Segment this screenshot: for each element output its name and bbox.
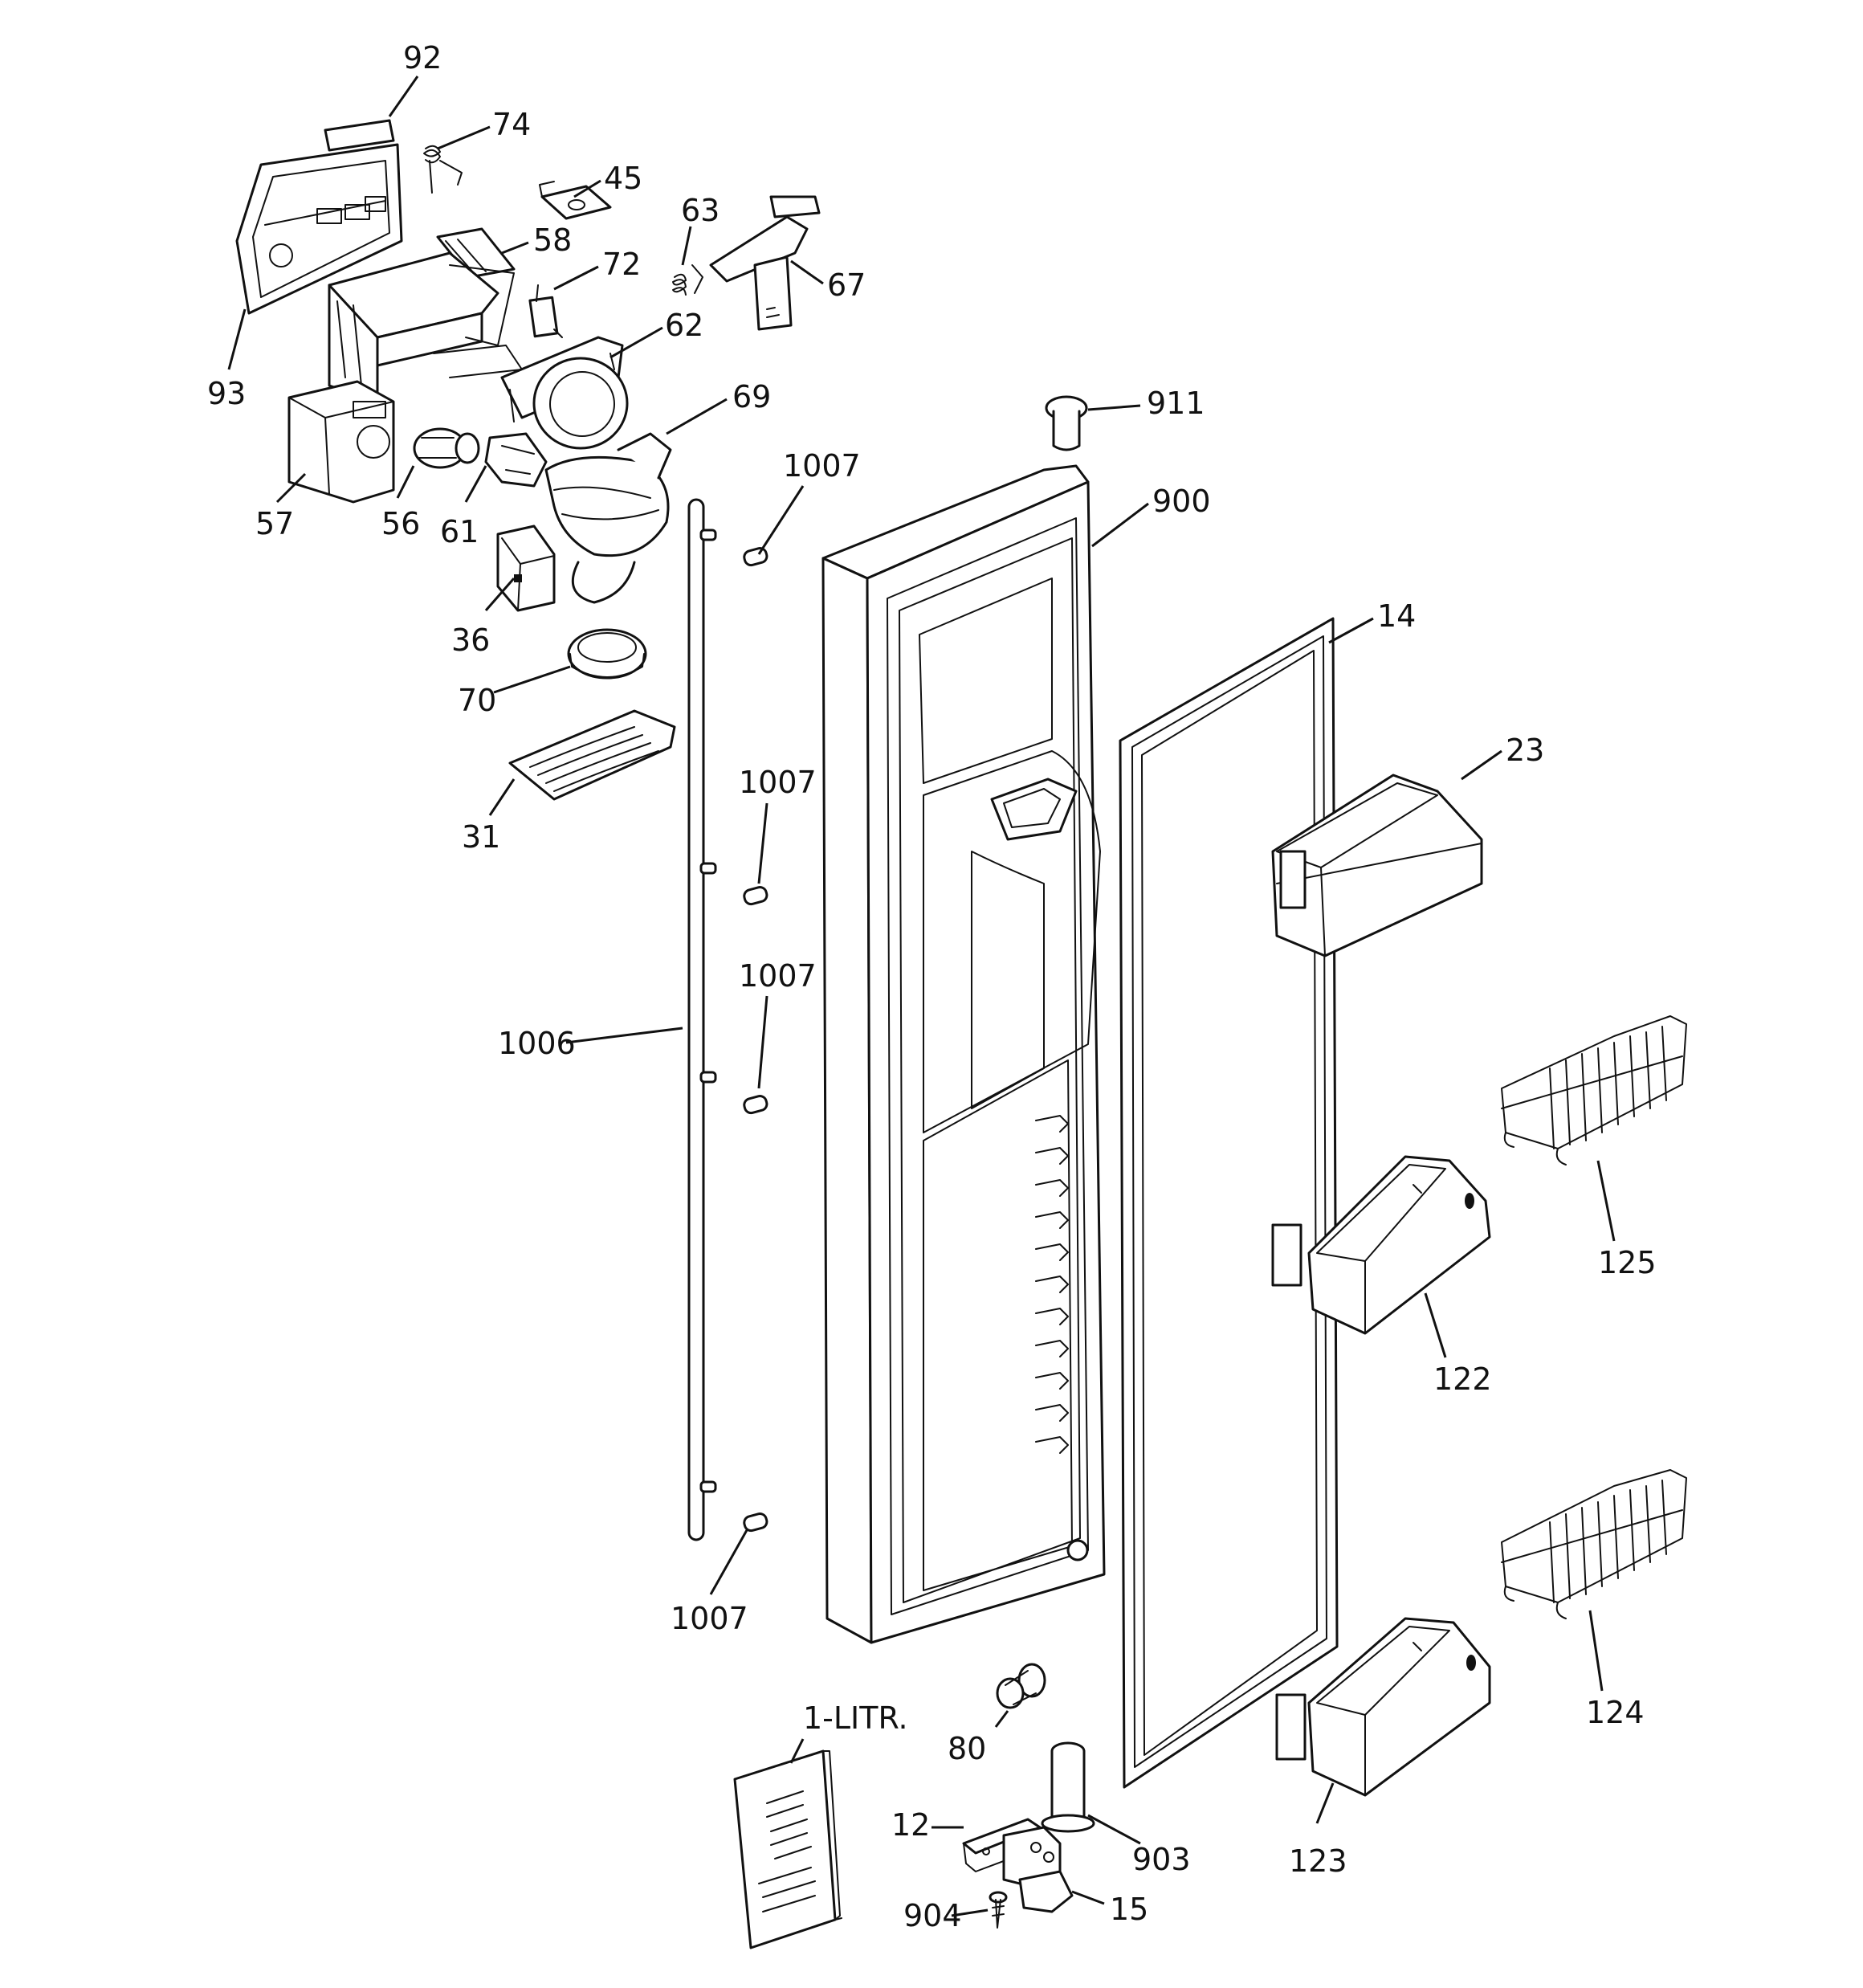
part-36-bracket (496, 525, 556, 612)
part-69-funnel (544, 432, 672, 604)
callout-15: 15 (1110, 1892, 1148, 1927)
part-45-plate (539, 181, 612, 220)
callout-904: 904 (903, 1898, 962, 1933)
part-23-door-bin (1271, 774, 1483, 957)
callout-903: 903 (1132, 1842, 1191, 1877)
part-92-label-card (324, 119, 395, 152)
callout-57: 57 (255, 506, 294, 541)
callout-69: 69 (732, 379, 771, 414)
callout-1006: 1006 (498, 1026, 576, 1061)
part-15-hinge (1002, 1826, 1074, 1913)
callout-122: 122 (1433, 1361, 1492, 1397)
part-900-door-panel (821, 464, 1106, 1644)
callout-23: 23 (1506, 733, 1544, 768)
part-904-screw (989, 1891, 1008, 1929)
part-14-door-gasket (1119, 617, 1339, 1789)
callout-93: 93 (207, 376, 246, 411)
callout-70: 70 (458, 683, 496, 718)
callout-92: 92 (403, 40, 442, 76)
part-70-ring (567, 628, 647, 680)
part-124-wire-basket (1501, 1469, 1687, 1619)
callout-1007-second: 1007 (739, 765, 817, 800)
part-125-wire-basket (1501, 1015, 1687, 1165)
callout-80: 80 (948, 1731, 986, 1766)
callout-72: 72 (602, 247, 641, 282)
part-1-litr-manual (733, 1749, 842, 1949)
part-57-motor-housing (287, 380, 395, 504)
callout-36: 36 (451, 623, 490, 658)
callout-124: 124 (1586, 1695, 1645, 1730)
callout-leaders (227, 76, 1616, 1917)
part-911-cap (1045, 395, 1088, 451)
callout-56: 56 (381, 506, 420, 541)
callout-1007-third: 1007 (739, 958, 817, 994)
part-72-switch (528, 284, 563, 338)
callout-63: 63 (681, 193, 720, 228)
part-74-spring (423, 145, 463, 194)
callout-12: 12 (891, 1807, 930, 1843)
dispenser-housing (328, 251, 523, 403)
part-67-actuator (709, 195, 821, 331)
callout-911: 911 (1147, 386, 1205, 421)
part-1006-handle-rod (687, 498, 717, 1541)
callout-900: 900 (1152, 484, 1211, 519)
part-61-coupler (484, 432, 548, 488)
part-93-control-panel (235, 143, 403, 315)
callout-1-litr: 1-LITR. (803, 1700, 908, 1736)
part-903-bushing (1041, 1741, 1095, 1833)
part-62-chute (500, 336, 629, 450)
part-122-door-bin (1271, 1155, 1491, 1335)
callout-45: 45 (604, 161, 642, 196)
callout-1007-top: 1007 (783, 448, 861, 484)
callout-62: 62 (665, 308, 703, 343)
callout-14: 14 (1377, 598, 1416, 634)
door-bin-rails (1035, 1115, 1069, 1454)
callout-labels: 92 74 45 58 63 72 67 62 93 69 911 57 56 … (207, 40, 1657, 1933)
callout-74: 74 (492, 107, 531, 142)
part-56-auger-motor (413, 427, 480, 469)
callout-61: 61 (440, 514, 479, 549)
callout-125: 125 (1598, 1245, 1657, 1280)
part-123-door-bin (1275, 1617, 1491, 1797)
part-80-plug (996, 1663, 1046, 1709)
part-31-drip-tray (508, 709, 676, 801)
callout-31: 31 (462, 819, 500, 855)
callout-58: 58 (533, 222, 572, 258)
callout-1007-bottom: 1007 (671, 1601, 748, 1636)
part-63-spring (672, 264, 703, 296)
callout-123: 123 (1289, 1843, 1347, 1879)
callout-67: 67 (827, 267, 866, 303)
part-1007-clips (743, 547, 768, 1533)
